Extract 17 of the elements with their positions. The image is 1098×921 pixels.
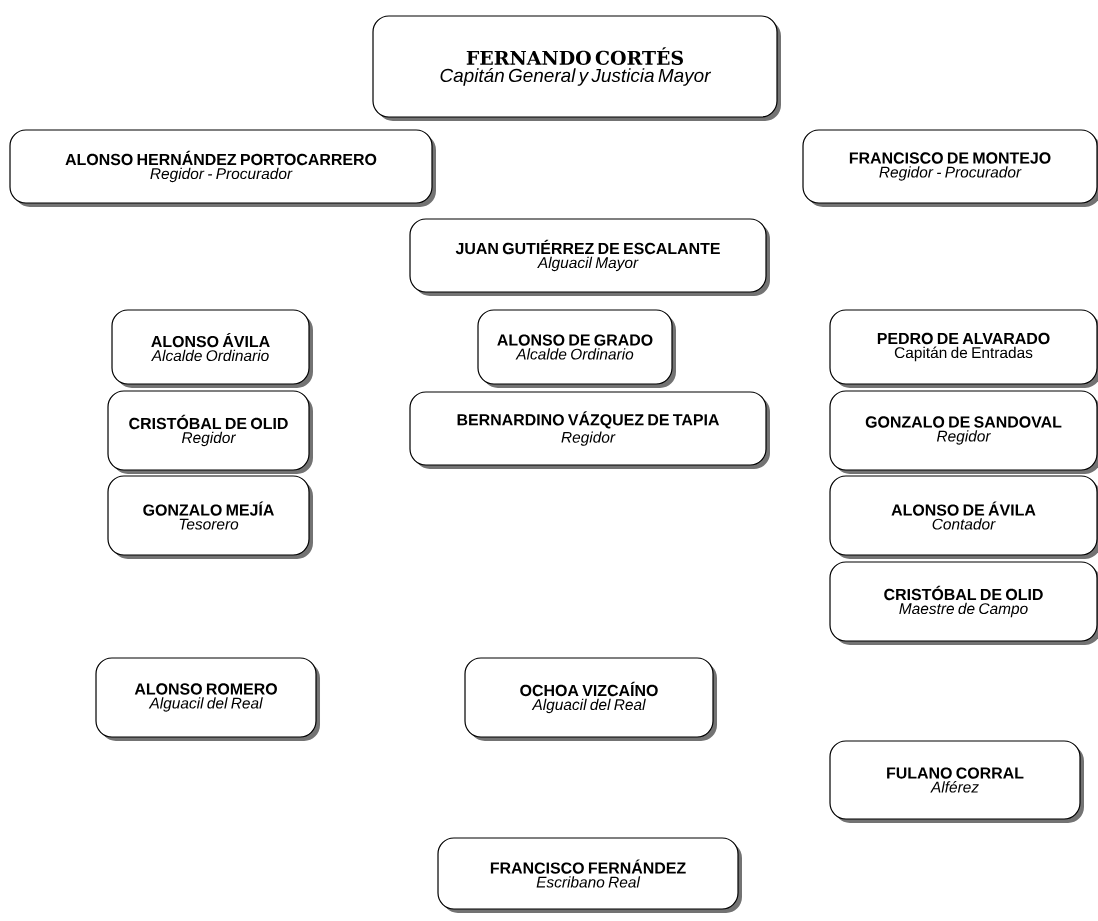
person-box: ALONSO ÁVILA Alcalde Ordinario [111,309,313,388]
person-box: CRISTÓBAL DE OLID Maestre de Campo [829,561,1098,645]
person-box: ALONSO ROMERO Alguacil del Real [95,657,320,741]
person-box: JUAN GUTIÉRREZ DE ESCALANTE Alguacil Mayor [409,218,770,296]
person-box: PEDRO DE ALVARADO Capitán de Entradas [829,309,1098,388]
person-box: ALONSO DE ÁVILA Contador [829,475,1098,559]
person-box: BERNARDINO VÁZQUEZ DE TAPIA Regidor [409,391,770,469]
person-box: FRANCISCO FERNÁNDEZ Escribano Real [437,837,742,913]
person-box: FERNANDO CORTÉS Capitán General y Justicia Mayor [372,15,781,121]
person-box: FULANO CORRAL Alférez [829,740,1084,823]
person-box: ALONSO HERNÁNDEZ PORTOCARRERO Regidor - Procurador [9,129,436,207]
person-box: GONZALO MEJÍA Tesorero [107,475,313,559]
person-box: ALONSO DE GRADO Alcalde Ordinario [477,309,676,388]
person-box: GONZALO DE SANDOVAL Regidor [829,390,1098,474]
person-box: OCHOA VIZCAÍNO Alguacil del Real [464,657,717,741]
person-box: FRANCISCO DE MONTEJO Regidor - Procurador [802,129,1098,207]
person-box: CRISTÓBAL DE OLID Regidor [107,390,313,474]
